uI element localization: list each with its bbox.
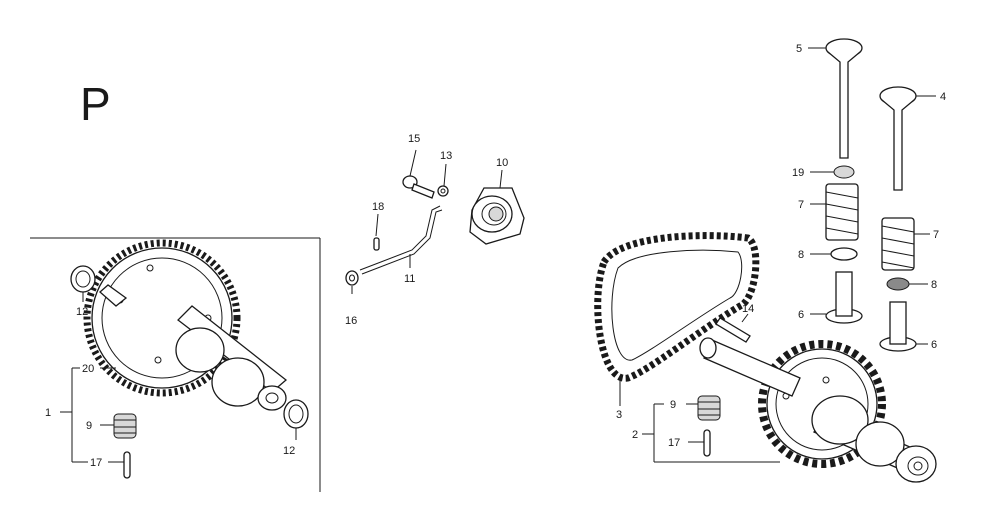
callout-7: 7 [933,229,939,241]
leader-lines-right [619,47,936,463]
callout-4: 4 [940,91,946,103]
washer-part [70,265,96,293]
cam-chain-part [594,232,760,382]
callout-8: 8 [931,279,937,291]
callout-8: 8 [798,249,804,261]
exhaust-valve-part [825,38,863,159]
clip-part [373,237,380,251]
callout-6: 6 [931,339,937,351]
callout-11: 11 [404,273,415,285]
leader-lines-center [351,149,503,294]
tappet-part-right [879,301,917,352]
key-part [715,317,751,343]
callout-9: 9 [670,399,676,411]
pin-part-right [703,429,711,457]
callout-17: 17 [90,457,102,469]
callout-13: 13 [440,150,452,162]
valve-spring-part [825,183,859,241]
bearing-holder-part [469,187,525,245]
callout-5: 5 [796,43,802,55]
callout-14: 14 [742,303,754,315]
washer-small-part [345,270,359,286]
valve-rotator-part [830,247,858,261]
callout-10: 10 [496,157,508,169]
callout-16: 16 [345,315,357,327]
callout-12: 12 [76,306,88,318]
weight-part-right [697,395,721,421]
sub-assembly-frame [30,237,321,492]
callout-3: 3 [616,409,622,421]
camshaft-part [99,284,288,411]
valve-spring-retainer-part [833,165,855,179]
callout-2: 2 [632,429,638,441]
bolt-part [402,175,435,199]
section-letter: P [80,78,111,130]
callout-20: 20 [82,363,94,375]
callout-17: 17 [668,437,680,449]
callout-1: 1 [45,407,51,419]
washer-part [283,399,309,429]
nut-part [437,185,449,197]
callout-12: 12 [283,445,295,457]
valve-spring-part-right [881,217,915,271]
leader-lines-left [60,292,297,463]
governor-arm-part [359,205,443,275]
callout-19: 19 [792,167,804,179]
callout-labels: 1 20 9 17 12 12 15 13 10 18 11 16 5 4 19… [45,43,946,469]
tappet-part [825,271,863,324]
pin-part [123,451,131,479]
callout-6: 6 [798,309,804,321]
callout-18: 18 [372,201,384,213]
valve-rotator-part-right [886,277,910,291]
intake-valve-part [879,86,917,191]
right-camshaft-part [699,337,937,483]
weight-part [113,413,137,439]
callout-15: 15 [408,133,420,145]
callout-9: 9 [86,420,92,432]
callout-7: 7 [798,199,804,211]
